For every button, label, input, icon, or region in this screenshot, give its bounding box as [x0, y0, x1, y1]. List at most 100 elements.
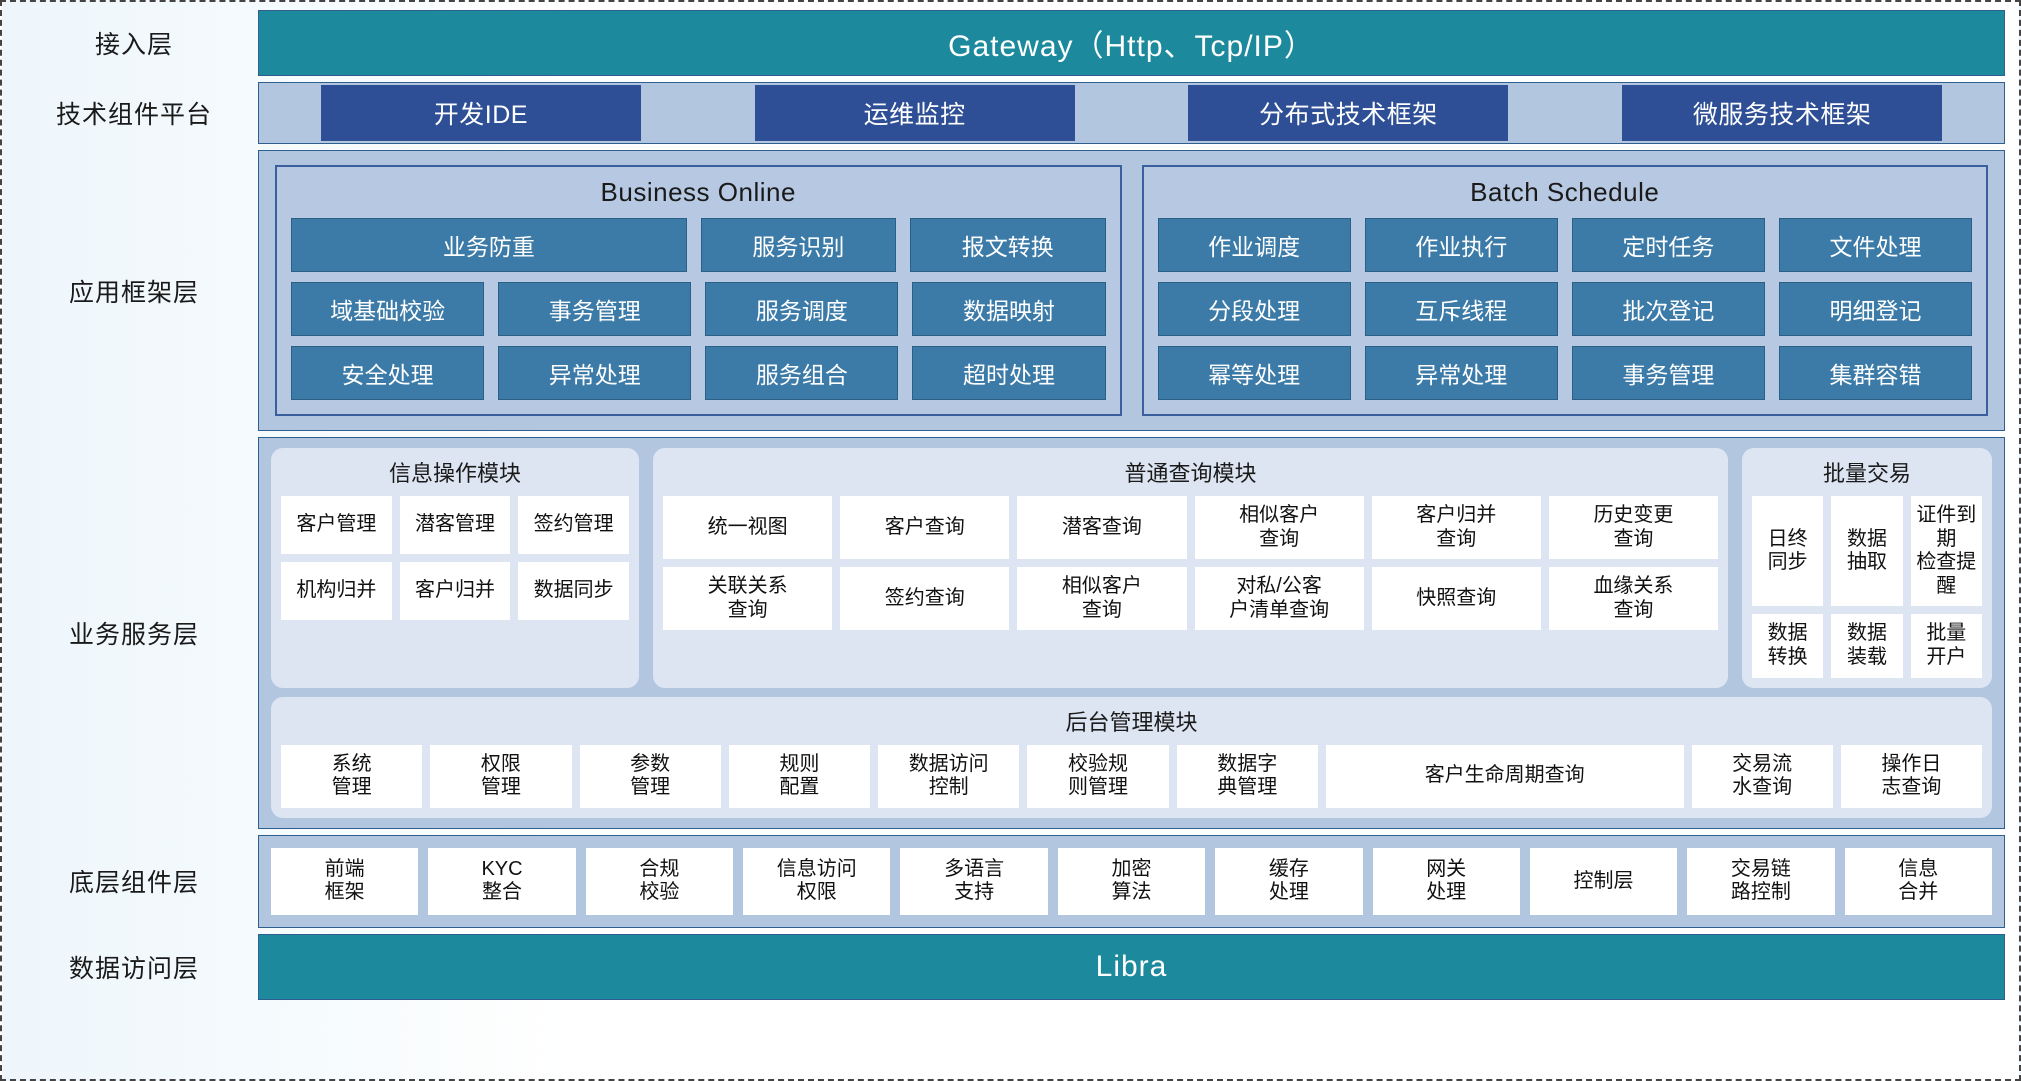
module-info-operation: 信息操作模块 客户管理 潜客管理 签约管理 机构归并 客户归并 数据同步: [271, 448, 639, 688]
fw-cell-mutex-thread[interactable]: 互斥线程: [1364, 282, 1558, 336]
tech-chip-ops-monitor[interactable]: 运维监控: [754, 85, 1075, 141]
cell-transaction-chain-control[interactable]: 交易链 路控制: [1687, 847, 1835, 915]
module-row: 关联关系 查询 签约查询 相似客户 查询 对私/公客 户清单查询 快照查询 血缘…: [663, 567, 1719, 631]
framework-row: 幂等处理 异常处理 事务管理 集群容错: [1157, 346, 1972, 400]
fw-cell-job-execute[interactable]: 作业执行: [1364, 218, 1558, 272]
cell-customer-merge[interactable]: 客户归并: [399, 562, 511, 620]
fw-cell-batch-register[interactable]: 批次登记: [1571, 282, 1765, 336]
fw-cell-message-convert[interactable]: 报文转换: [910, 218, 1106, 272]
fw-cell-file-process[interactable]: 文件处理: [1778, 218, 1972, 272]
fw-cell-detail-register[interactable]: 明细登记: [1778, 282, 1972, 336]
cell-frontend-framework[interactable]: 前端 框架: [271, 847, 419, 915]
cell-relation-query[interactable]: 关联关系 查询: [663, 567, 833, 631]
fw-cell-service-identify[interactable]: 服务识别: [700, 218, 897, 272]
framework-row: 安全处理 异常处理 服务组合 超时处理: [291, 346, 1106, 400]
fw-cell-service-compose[interactable]: 服务组合: [705, 346, 899, 400]
module-backend-admin: 后台管理模块 系统 管理 权限 管理 参数 管理 规则 配置 数据访问 控制 校…: [271, 696, 1992, 818]
cell-rule-config[interactable]: 规则 配置: [728, 744, 871, 808]
cell-info-merge[interactable]: 信息 合并: [1844, 847, 1992, 915]
cell-system-mgmt[interactable]: 系统 管理: [281, 744, 423, 808]
module-common-query: 普通查询模块 统一视图 客户查询 潜客查询 相似客户 查询 客户归并 查询 历史…: [653, 448, 1728, 688]
cell-multilanguage[interactable]: 多语言 支持: [900, 847, 1048, 915]
cell-history-change-query[interactable]: 历史变更 查询: [1548, 496, 1719, 560]
module-row: 系统 管理 权限 管理 参数 管理 规则 配置 数据访问 控制 校验规 则管理 …: [281, 744, 1983, 808]
layer-label-access: 接入层: [94, 31, 173, 59]
tech-chip-microservice[interactable]: 微服务技术框架: [1622, 85, 1943, 141]
module-title-backend-admin: 后台管理模块: [1065, 709, 1198, 735]
fw-cell-timeout-process[interactable]: 超时处理: [912, 346, 1106, 400]
libra-bar: Libra: [258, 933, 2005, 1000]
fw-cell-transaction-mgmt[interactable]: 事务管理: [498, 282, 692, 336]
cell-operation-log-query[interactable]: 操作日 志查询: [1840, 744, 1983, 808]
cell-info-access-right[interactable]: 信息访问 权限: [743, 847, 891, 915]
layer-body-business-service: 信息操作模块 客户管理 潜客管理 签约管理 机构归并 客户归并 数据同步: [258, 437, 2005, 829]
cell-encryption-algorithm[interactable]: 加密 算法: [1057, 847, 1206, 915]
cell-parameter-mgmt[interactable]: 参数 管理: [579, 744, 721, 808]
module-row: 日终 同步 数据 抽取 证件到期 检查提醒: [1752, 496, 1982, 607]
layer-row-app-framework: 应用框架层 Business Online 业务防重 服务识别 报文转换 域基础…: [10, 150, 2005, 431]
cell-kyc-integration[interactable]: KYC 整合: [428, 847, 576, 915]
cell-kinship-relation-query[interactable]: 血缘关系 查询: [1548, 567, 1719, 631]
layer-label-bottom-component: 底层组件层: [68, 869, 199, 898]
fw-cell-domain-validation[interactable]: 域基础校验: [291, 282, 485, 336]
cell-cert-expiry-reminder[interactable]: 证件到期 检查提醒: [1910, 496, 1982, 607]
tech-chip-distributed[interactable]: 分布式技术框架: [1188, 85, 1509, 141]
fw-cell-service-schedule[interactable]: 服务调度: [705, 282, 899, 336]
cell-control-layer[interactable]: 控制层: [1529, 847, 1678, 915]
cell-prospect-mgmt[interactable]: 潜客管理: [399, 496, 511, 554]
tech-chip-ide[interactable]: 开发IDE: [320, 85, 641, 141]
cell-data-sync[interactable]: 数据同步: [518, 562, 630, 620]
cell-batch-open-account[interactable]: 批量 开户: [1910, 614, 1982, 678]
fw-cell-security-process[interactable]: 安全处理: [291, 346, 485, 400]
cell-cache-processing[interactable]: 缓存 处理: [1215, 847, 1363, 915]
cell-similar-customer-query-a[interactable]: 相似客户 查询: [1194, 496, 1364, 560]
cell-org-merge[interactable]: 机构归并: [281, 562, 392, 620]
cell-private-public-list-query[interactable]: 对私/公客 户清单查询: [1194, 567, 1364, 631]
fw-cell-batch-exception[interactable]: 异常处理: [1364, 346, 1558, 400]
cell-similar-customer-query-b[interactable]: 相似客户 查询: [1017, 567, 1187, 631]
cell-customer-lifecycle-query[interactable]: 客户生命周期查询: [1325, 744, 1684, 808]
cell-data-dictionary-mgmt[interactable]: 数据字 典管理: [1176, 744, 1318, 808]
module-row: 数据 转换 数据 装载 批量 开户: [1752, 614, 1982, 678]
framework-row: 域基础校验 事务管理 服务调度 数据映射: [291, 282, 1106, 336]
fw-cell-business-dedup[interactable]: 业务防重: [291, 218, 687, 272]
cell-transaction-flow-query[interactable]: 交易流 水查询: [1691, 744, 1833, 808]
panel-title-business-online: Business Online: [600, 177, 796, 207]
cell-contract-mgmt[interactable]: 签约管理: [518, 496, 630, 554]
cell-customer-mgmt[interactable]: 客户管理: [281, 496, 392, 554]
cell-unified-view[interactable]: 统一视图: [663, 496, 833, 560]
layer-label-business-service: 业务服务层: [68, 620, 199, 649]
app-framework-band: Business Online 业务防重 服务识别 报文转换 域基础校验 事务管…: [258, 150, 2005, 431]
framework-row: 作业调度 作业执行 定时任务 文件处理: [1157, 218, 1972, 272]
layer-label-tech-platform: 技术组件平台: [55, 101, 212, 129]
layer-body-data-access: Libra: [258, 933, 2005, 1000]
cell-compliance-check[interactable]: 合规 校验: [585, 847, 734, 915]
cell-validation-rule-mgmt[interactable]: 校验规 则管理: [1027, 744, 1169, 808]
layer-row-access: 接入层 Gateway（Http、Tcp/IP）: [10, 10, 2005, 76]
cell-gateway-processing[interactable]: 网关 处理: [1372, 847, 1520, 915]
cell-permission-mgmt[interactable]: 权限 管理: [430, 744, 572, 808]
cell-data-extract[interactable]: 数据 抽取: [1831, 496, 1903, 607]
cell-eod-sync[interactable]: 日终 同步: [1752, 496, 1824, 607]
fw-cell-batch-transaction[interactable]: 事务管理: [1571, 346, 1765, 400]
cell-data-access-control[interactable]: 数据访问 控制: [878, 744, 1020, 808]
panel-title-batch-schedule: Batch Schedule: [1470, 177, 1660, 207]
layer-row-bottom-component: 底层组件层 前端 框架 KYC 整合 合规 校验 信息访问 权限 多语言 支持 …: [10, 834, 2005, 928]
fw-cell-cluster-tolerance[interactable]: 集群容错: [1778, 346, 1972, 400]
bottom-component-band: 前端 框架 KYC 整合 合规 校验 信息访问 权限 多语言 支持 加密 算法 …: [258, 834, 2005, 928]
fw-cell-timed-task[interactable]: 定时任务: [1571, 218, 1765, 272]
cell-data-transform[interactable]: 数据 转换: [1752, 614, 1824, 678]
fw-cell-idempotent[interactable]: 幂等处理: [1157, 346, 1351, 400]
cell-customer-merge-query[interactable]: 客户归并 查询: [1371, 496, 1541, 560]
cell-snapshot-query[interactable]: 快照查询: [1371, 567, 1541, 631]
cell-data-load[interactable]: 数据 装载: [1831, 614, 1903, 678]
fw-cell-segment-process[interactable]: 分段处理: [1157, 282, 1351, 336]
layer-body-bottom-component: 前端 框架 KYC 整合 合规 校验 信息访问 权限 多语言 支持 加密 算法 …: [258, 834, 2005, 928]
fw-cell-job-schedule[interactable]: 作业调度: [1157, 218, 1351, 272]
cell-customer-query[interactable]: 客户查询: [840, 496, 1010, 560]
cell-prospect-query[interactable]: 潜客查询: [1017, 496, 1187, 560]
fw-cell-exception-process[interactable]: 异常处理: [498, 346, 692, 400]
cell-contract-query[interactable]: 签约查询: [840, 567, 1010, 631]
fw-cell-data-mapping[interactable]: 数据映射: [912, 282, 1106, 336]
